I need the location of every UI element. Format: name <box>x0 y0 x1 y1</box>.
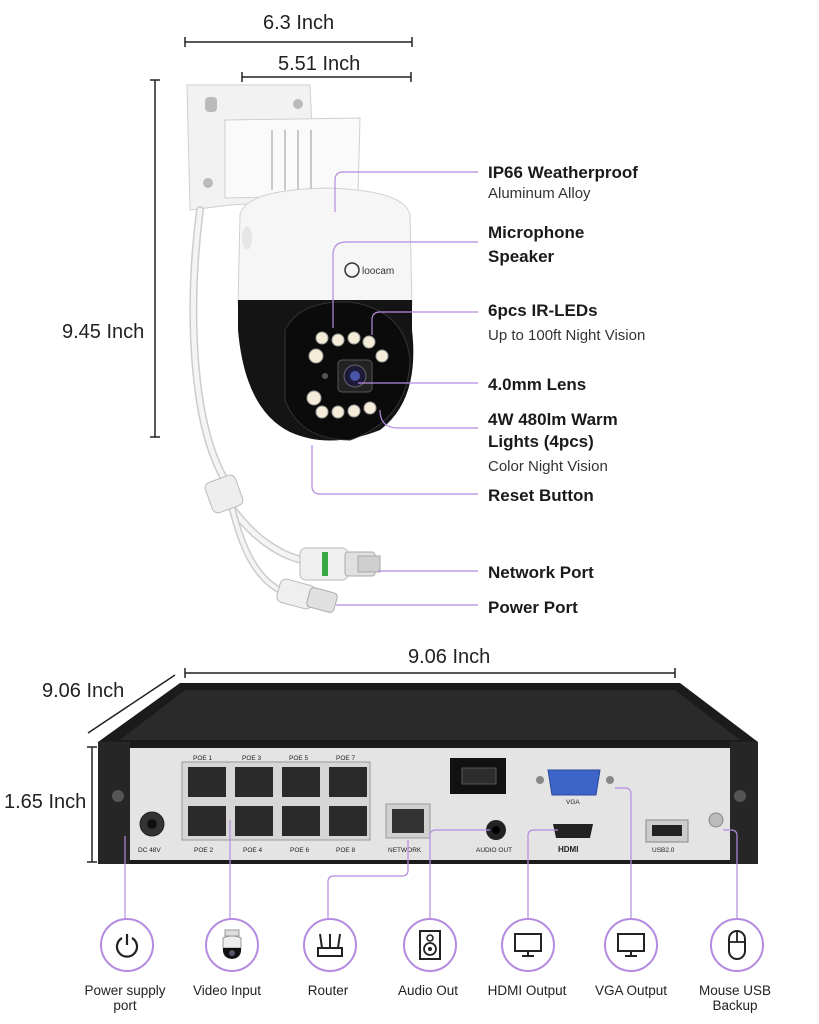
label-poe-3: POE 3 <box>242 755 262 762</box>
feature-title: 6pcs IR-LEDs <box>488 301 598 320</box>
nvr-ports <box>139 758 724 843</box>
feature-title: Lights (4pcs) <box>488 432 594 451</box>
feature-title: 4.0mm Lens <box>488 375 587 394</box>
port-label-video-input: Video Input <box>192 983 262 998</box>
nvr-panel-labels: POE 1 POE 3 POE 5 POE 7 POE 2 POE 4 POE … <box>138 755 675 854</box>
label-poe-1: POE 1 <box>193 755 213 762</box>
feature-ir-leds: 6pcs IR-LEDs Up to 100ft Night Vision <box>488 300 645 346</box>
label-poe-7: POE 7 <box>336 755 356 762</box>
camera-callout-lines <box>311 171 478 606</box>
feature-title: 4W 480lm Warm <box>488 410 618 429</box>
port-label-vga: VGA Output <box>594 983 668 998</box>
nvr-depth: 9.06 Inch <box>42 680 125 702</box>
label-poe-6: POE 6 <box>290 847 310 854</box>
router-icon <box>303 918 357 972</box>
label-poe-2: POE 2 <box>194 847 214 854</box>
feature-subtitle: Up to 100ft Night Vision <box>488 327 646 344</box>
brand-logo: loocam <box>362 266 394 277</box>
feature-title: Speaker <box>488 247 555 266</box>
label-audio-out: AUDIO OUT <box>476 847 512 854</box>
power-port-connector <box>276 578 338 613</box>
cable-junction <box>204 474 244 514</box>
feature-reset-button: Reset Button <box>488 485 594 507</box>
feature-title: IP66 Weatherproof <box>488 163 638 182</box>
port-label-router: Router <box>307 983 349 998</box>
nvr-callout-lines <box>124 787 738 918</box>
camera-dimension-lines <box>150 37 413 438</box>
feature-power-port: Power Port <box>488 597 578 619</box>
camera-icon <box>205 918 259 972</box>
feature-lens: 4.0mm Lens <box>488 374 586 396</box>
label-poe-5: POE 5 <box>289 755 309 762</box>
nvr-width: 9.06 Inch <box>408 646 491 668</box>
power-icon <box>100 918 154 972</box>
feature-title: Microphone <box>488 223 585 242</box>
mouse-icon <box>710 918 764 972</box>
camera-height: 9.45 Inch <box>62 321 145 343</box>
label-usb: USB2.0 <box>652 847 675 854</box>
nvr-height: 1.65 Inch <box>4 791 87 813</box>
feature-network-port: Network Port <box>488 562 594 584</box>
network-port-connector <box>299 547 381 581</box>
feature-title: Reset Button <box>488 486 594 505</box>
feature-subtitle: Aluminum Alloy <box>488 185 591 202</box>
monitor-icon <box>604 918 658 972</box>
nvr-dimension-lines <box>87 668 676 863</box>
label-vga: VGA <box>566 799 580 806</box>
port-label-power: Power supply port <box>84 983 166 1013</box>
port-label-audio-out: Audio Out <box>397 983 459 998</box>
port-label-hdmi: HDMI Output <box>487 983 567 998</box>
label-dc: DC 48V <box>138 847 161 854</box>
camera-width-outer: 6.3 Inch <box>263 12 335 34</box>
label-hdmi: HDMI <box>558 845 578 854</box>
label-poe-8: POE 8 <box>336 847 356 854</box>
label-poe-4: POE 4 <box>243 847 263 854</box>
feature-warm-lights: 4W 480lm Warm Lights (4pcs) Color Night … <box>488 409 618 477</box>
speaker-icon <box>403 918 457 972</box>
monitor-icon <box>501 918 555 972</box>
camera-width-inner: 5.51 Inch <box>278 53 361 75</box>
feature-weatherproof: IP66 Weatherproof Aluminum Alloy <box>488 162 638 204</box>
feature-title: Network Port <box>488 563 594 582</box>
feature-subtitle: Color Night Vision <box>488 458 608 475</box>
camera-body: loocam <box>237 187 414 441</box>
feature-microphone-speaker: Microphone Speaker <box>488 222 584 268</box>
feature-title: Power Port <box>488 598 578 617</box>
port-label-mouse-usb: Mouse USB Backup <box>698 983 772 1013</box>
label-network: NETWORK <box>388 847 422 854</box>
